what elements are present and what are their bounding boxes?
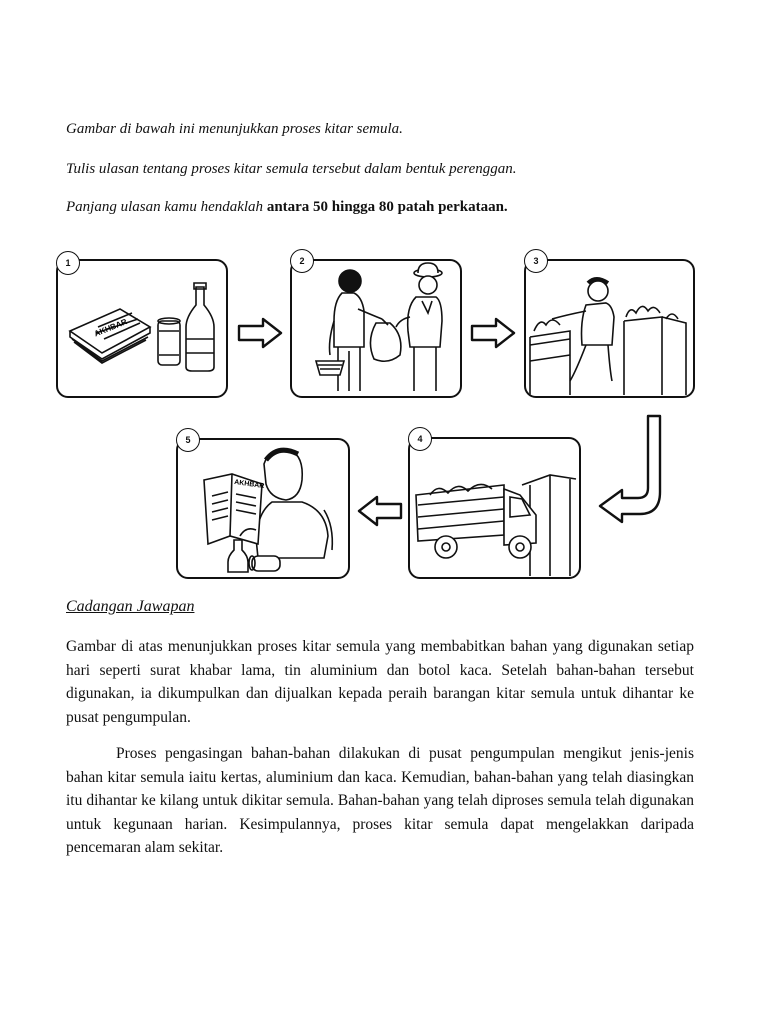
arrow-left-4-to-5: [357, 494, 403, 528]
instruction-line-3-text: Panjang ulasan kamu hendaklah: [66, 199, 267, 215]
panel-2: [290, 259, 462, 398]
panel-1-number: 1: [56, 251, 80, 275]
word-count-requirement: antara 50 hingga 80 patah perkataan.: [266, 199, 508, 215]
arrow-down-left-3-to-4: [596, 414, 664, 526]
panel-1: AKHBAR: [56, 259, 228, 398]
arrow-right-2-to-3: [470, 316, 516, 350]
instruction-line-3: Panjang ulasan kamu hendaklah antara 50 …: [66, 199, 508, 216]
panel-5: AKHBAR: [176, 438, 350, 579]
panel-4-number: 4: [408, 427, 432, 451]
panel-5-number: 5: [176, 428, 200, 452]
selling-to-collector-illustration: [314, 262, 443, 391]
newspaper-can-bottle-illustration: AKHBAR: [68, 282, 215, 372]
panel-2-number: 2: [290, 249, 314, 273]
answer-paragraph-1: Gambar di atas menunjukkan proses kitar …: [66, 638, 694, 726]
arrow-right-1-to-2: [237, 316, 283, 350]
newspaper-masthead: AKHBAR: [234, 479, 265, 490]
answer-heading: Cadangan Jawapan: [66, 598, 195, 615]
instruction-line-2: Tulis ulasan tentang proses kitar semula…: [66, 161, 517, 177]
man-reading-newspaper-illustration: AKHBAR: [203, 447, 334, 573]
sorting-at-collection-centre-illustration: [529, 277, 687, 395]
panel-4: [408, 437, 581, 579]
instruction-line-1: Gambar di bawah ini menunjukkan proses k…: [66, 121, 403, 137]
lorry-to-factory-illustration: [415, 474, 577, 576]
answer-paragraph-2: Proses pengasingan bahan-bahan dilakukan…: [66, 745, 694, 856]
panel-3: [524, 259, 695, 398]
panel-3-number: 3: [524, 249, 548, 273]
